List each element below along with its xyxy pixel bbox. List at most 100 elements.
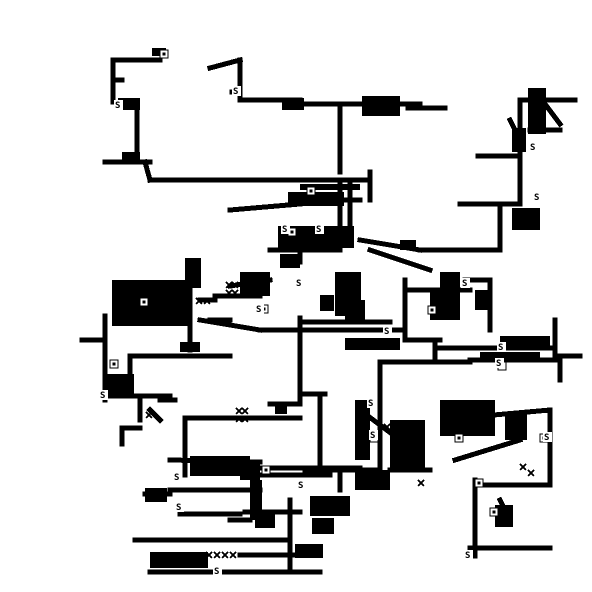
trap-x-icon	[383, 423, 391, 431]
start-marker-bg	[533, 192, 542, 202]
start-marker-bg	[175, 502, 184, 512]
room	[430, 290, 460, 320]
trap-stroke	[205, 551, 213, 559]
door-icon	[139, 297, 149, 307]
trap-x-icon	[145, 411, 153, 419]
start-marker-bg	[495, 358, 504, 368]
room	[275, 404, 287, 414]
start-marker-icon: S	[462, 279, 467, 289]
room	[104, 374, 134, 394]
trap-x-icon	[213, 551, 221, 559]
room	[345, 300, 365, 320]
start-marker-bg	[497, 342, 506, 352]
room	[495, 505, 513, 527]
start-marker-icon: S	[384, 327, 389, 337]
corridor-segment	[146, 406, 164, 424]
door-knob	[142, 300, 146, 304]
start-marker-bg	[213, 566, 222, 576]
room	[180, 342, 200, 352]
start-marker-bg	[255, 304, 264, 314]
room	[500, 336, 550, 350]
room	[400, 240, 416, 250]
trap-stroke	[417, 479, 425, 487]
start-marker-bg	[281, 224, 290, 234]
room	[282, 98, 304, 110]
door-knob	[290, 230, 294, 234]
room	[440, 400, 495, 436]
room	[505, 414, 527, 440]
room	[320, 295, 334, 311]
room	[345, 338, 400, 350]
start-marker-icon: S	[316, 225, 321, 235]
trap-x-icon	[205, 551, 213, 559]
trap-stroke	[145, 411, 153, 419]
start-marker-icon: S	[496, 359, 501, 369]
door-knob	[264, 468, 268, 472]
start-marker-icon: S	[233, 87, 238, 97]
trap-x-icon	[241, 415, 249, 423]
corridor-segment	[451, 436, 524, 464]
trap-stroke	[231, 289, 239, 297]
room	[185, 258, 201, 288]
trap-stroke	[519, 463, 527, 471]
start-marker-icon: S	[115, 101, 120, 111]
door-knob	[492, 510, 496, 514]
room	[528, 88, 546, 134]
start-marker-icon: S	[465, 551, 470, 561]
trap-x-icon	[231, 289, 239, 297]
room	[480, 352, 540, 362]
room	[512, 208, 540, 230]
start-marker-bg	[369, 430, 378, 440]
trap-x-icon	[229, 551, 237, 559]
room	[475, 290, 490, 310]
start-marker-bg	[315, 224, 324, 234]
start-marker-bg	[173, 472, 182, 482]
room	[150, 552, 208, 568]
trap-x-icon	[231, 281, 239, 289]
start-marker-icon: S	[296, 279, 301, 289]
trap-stroke	[203, 297, 211, 305]
room	[280, 254, 300, 268]
start-marker-bg	[543, 432, 552, 442]
start-marker-icon: S	[534, 193, 539, 203]
door-knob	[162, 52, 166, 56]
door-icon	[306, 186, 316, 196]
start-marker-icon: S	[174, 473, 179, 483]
room	[255, 512, 275, 528]
corridor-segment	[206, 56, 244, 72]
trap-stroke	[527, 469, 535, 477]
door-knob	[430, 308, 434, 312]
door-icon	[427, 305, 437, 315]
trap-x-icon	[235, 407, 243, 415]
room	[240, 272, 270, 296]
start-marker-icon: S	[530, 143, 535, 153]
trap-stroke	[213, 551, 221, 559]
door-icon	[489, 507, 499, 517]
door-icon	[159, 49, 169, 59]
room	[240, 460, 260, 480]
room	[145, 488, 167, 502]
door-icon	[261, 465, 271, 475]
room	[390, 420, 425, 470]
trap-x-icon	[221, 551, 229, 559]
room	[355, 470, 390, 490]
start-marker-bg	[295, 278, 304, 288]
start-marker-icon: S	[298, 481, 303, 491]
corridor-segment	[366, 246, 434, 274]
start-marker-bg	[461, 278, 470, 288]
trap-layer	[145, 281, 535, 559]
trap-x-icon	[235, 415, 243, 423]
trap-stroke	[221, 551, 229, 559]
trap-stroke	[383, 423, 391, 431]
room	[190, 456, 250, 476]
start-marker-icon: S	[498, 343, 503, 353]
start-marker-icon: S	[368, 399, 373, 409]
start-marker-bg	[529, 142, 538, 152]
start-marker-icon: S	[100, 391, 105, 401]
trap-stroke	[235, 407, 243, 415]
start-marker-icon: S	[370, 431, 375, 441]
room	[440, 272, 460, 290]
start-marker-icon: S	[544, 433, 549, 443]
trap-x-icon	[195, 297, 203, 305]
